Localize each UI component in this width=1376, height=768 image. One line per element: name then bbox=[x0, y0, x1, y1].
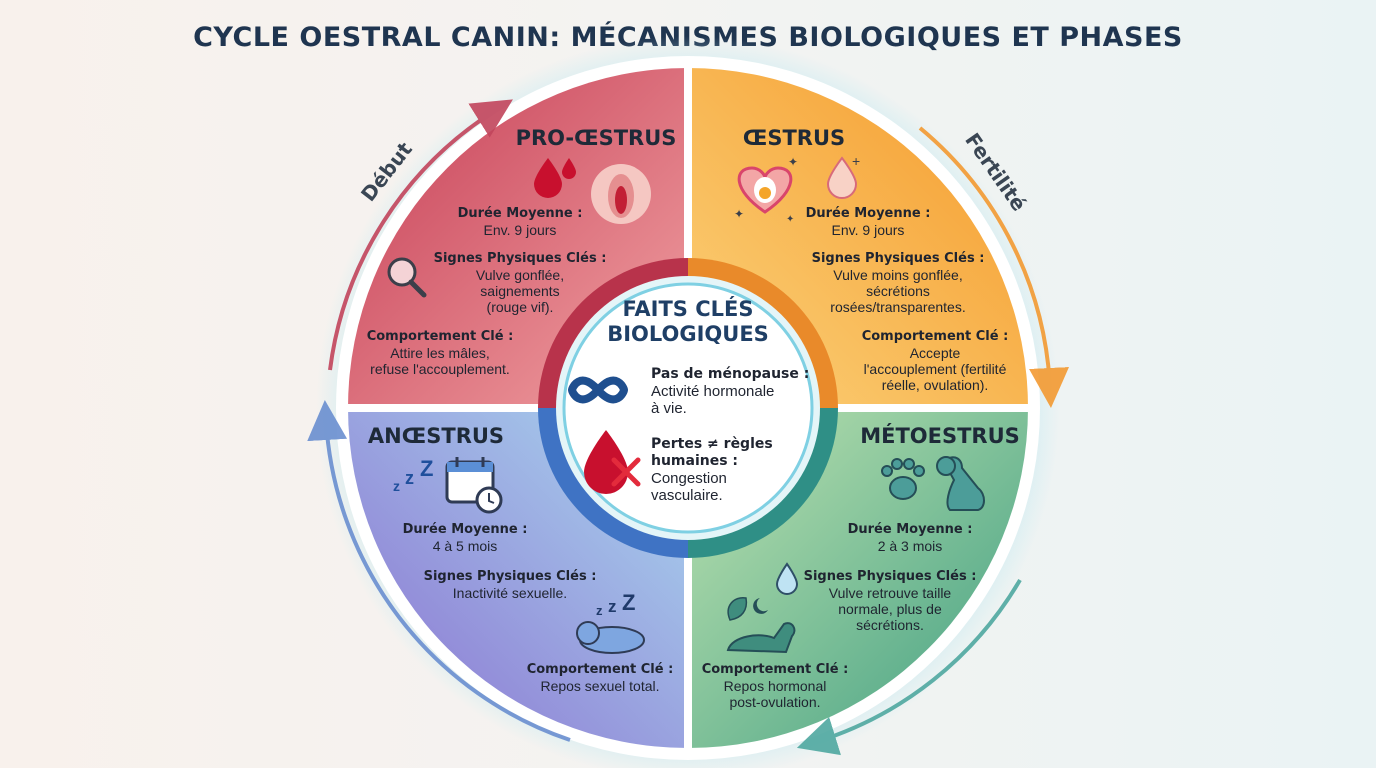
svg-text:z: z bbox=[405, 468, 414, 488]
metoestrus-duree-value: 2 à 3 mois bbox=[877, 538, 943, 554]
svg-text:✦: ✦ bbox=[786, 214, 794, 225]
metoestrus-signes-line: normale, plus de bbox=[838, 601, 942, 617]
oestrus-comportement: Comportement Clé : Accepte l'accouplemen… bbox=[820, 329, 1050, 393]
proestrus-comport-line: refuse l'accouplement. bbox=[370, 361, 510, 377]
metoestrus-signes-line: sécrétions. bbox=[856, 617, 924, 633]
fact-pertes-line: Congestion bbox=[651, 470, 727, 487]
svg-text:z: z bbox=[608, 597, 617, 616]
proestrus-signes-line: Vulve gonflée, bbox=[475, 267, 565, 283]
svg-text:✦: ✦ bbox=[788, 155, 798, 169]
anoestrus-comportement: Comportement Clé : Repos sexuel total. bbox=[480, 662, 720, 694]
svg-text:Z: Z bbox=[622, 590, 635, 615]
anoestrus-duree: Durée Moyenne : 4 à 5 mois bbox=[345, 522, 585, 554]
proestrus-signes-line: (rouge vif). bbox=[486, 299, 554, 315]
oestrus-signes-label: Signes Physiques Clés : bbox=[811, 251, 985, 266]
oestrus-signes-line: Vulve moins gonflée, bbox=[833, 267, 963, 283]
proestrus-comportement: Comportement Clé : Attire les mâles, ref… bbox=[330, 329, 550, 377]
anoestrus-comport-line: Repos sexuel total. bbox=[540, 678, 660, 694]
oestrus-signes-line: rosées/transparentes. bbox=[830, 299, 966, 315]
phase-title-proestrus: PRO-ŒSTRUS bbox=[516, 126, 677, 150]
oestrus-comport-line: réelle, ovulation). bbox=[881, 377, 989, 393]
water-drop-icon bbox=[775, 562, 799, 595]
fact-pertes: Pertes ≠ règles humaines : Congestion va… bbox=[651, 436, 821, 504]
oestrus-duree-value: Env. 9 jours bbox=[831, 222, 905, 238]
proestrus-signes: Signes Physiques Clés : Vulve gonflée, s… bbox=[400, 251, 640, 315]
metoestrus-duree-label: Durée Moyenne : bbox=[847, 522, 973, 537]
proestrus-duree-value: Env. 9 jours bbox=[483, 222, 557, 238]
fact-menopause-line: à vie. bbox=[651, 400, 687, 417]
center-title-line: FAITS CLÉS bbox=[622, 297, 754, 321]
metoestrus-signes-label: Signes Physiques Clés : bbox=[803, 569, 977, 584]
fact-menopause-label: Pas de ménopause : bbox=[651, 366, 810, 382]
sleeping-puppy-icon: z z Z bbox=[576, 590, 645, 654]
svg-text:z: z bbox=[393, 478, 400, 494]
arrow-fertilite bbox=[918, 126, 1070, 408]
blood-drop-cross-icon bbox=[584, 430, 641, 494]
proestrus-signes-line: saignements bbox=[480, 283, 560, 299]
fact-pertes-label: Pertes ≠ règles bbox=[651, 436, 773, 452]
proestrus-comport-label: Comportement Clé : bbox=[366, 329, 514, 344]
svg-text:z: z bbox=[596, 603, 603, 618]
oestrus-signes: Signes Physiques Clés : Vulve moins gonf… bbox=[778, 251, 1018, 315]
fact-menopause: Pas de ménopause : Activité hormonale à … bbox=[651, 366, 821, 417]
oestrus-duree-label: Durée Moyenne : bbox=[805, 206, 931, 221]
phase-title-oestrus: ŒSTRUS bbox=[743, 126, 845, 150]
metoestrus-signes-line: Vulve retrouve taille bbox=[828, 585, 952, 601]
vulva-icon bbox=[591, 164, 651, 224]
anoestrus-comport-label: Comportement Clé : bbox=[526, 662, 674, 677]
blood-drops-icon bbox=[534, 158, 576, 198]
center-title: FAITS CLÉS BIOLOGIQUES bbox=[560, 297, 816, 347]
sitting-dog-icon bbox=[936, 456, 985, 511]
proestrus-signes-label: Signes Physiques Clés : bbox=[433, 251, 607, 266]
center-title-line: BIOLOGIQUES bbox=[607, 322, 769, 346]
proestrus-comport-line: Attire les mâles, bbox=[390, 345, 490, 361]
metoestrus-comport-label: Comportement Clé : bbox=[701, 662, 849, 677]
svg-text:+: + bbox=[852, 153, 860, 169]
metoestrus-comportement: Comportement Clé : Repos hormonal post-o… bbox=[660, 662, 890, 710]
metoestrus-comport-line: Repos hormonal bbox=[723, 678, 827, 694]
resting-dog-leaf-icon bbox=[726, 597, 796, 654]
anoestrus-duree-label: Durée Moyenne : bbox=[402, 522, 528, 537]
metoestrus-duree: Durée Moyenne : 2 à 3 mois bbox=[790, 522, 1030, 554]
oestrus-comport-line: Accepte bbox=[909, 345, 961, 361]
calendar-icon bbox=[445, 457, 503, 514]
svg-text:✦: ✦ bbox=[734, 207, 744, 221]
fact-menopause-line: Activité hormonale bbox=[651, 383, 775, 400]
arrow-return bbox=[307, 400, 571, 742]
clear-drop-icon: + bbox=[826, 153, 860, 199]
anoestrus-signes-line: Inactivité sexuelle. bbox=[452, 585, 568, 601]
anoestrus-duree-value: 4 à 5 mois bbox=[432, 538, 498, 554]
fact-pertes-label: humaines : bbox=[651, 453, 739, 469]
arrow-debut bbox=[328, 99, 513, 371]
oestrus-comport-line: l'accouplement (fertilité bbox=[863, 361, 1007, 377]
metoestrus-signes: Signes Physiques Clés : Vulve retrouve t… bbox=[795, 569, 985, 633]
anoestrus-signes: Signes Physiques Clés : Inactivité sexue… bbox=[390, 569, 630, 601]
metoestrus-comport-line: post-ovulation. bbox=[729, 694, 821, 710]
anoestrus-signes-label: Signes Physiques Clés : bbox=[423, 569, 597, 584]
oestrus-comport-label: Comportement Clé : bbox=[861, 329, 1009, 344]
svg-text:Z: Z bbox=[420, 456, 433, 481]
heart-egg-icon: ✦ ✦ ✦ bbox=[734, 155, 798, 225]
phase-title-anoestrus: ANŒSTRUS bbox=[368, 424, 504, 448]
arrow-meto bbox=[796, 578, 1022, 756]
magnifier-icon bbox=[387, 257, 427, 298]
sleep-zzz-icon: z z Z bbox=[393, 456, 433, 494]
paw-icon bbox=[881, 458, 925, 500]
oestrus-duree: Durée Moyenne : Env. 9 jours bbox=[748, 206, 988, 238]
oestrus-signes-line: sécrétions bbox=[866, 283, 930, 299]
infinity-icon bbox=[567, 376, 629, 404]
phase-title-metoestrus: MÉTOESTRUS bbox=[860, 423, 1020, 448]
proestrus-duree-label: Durée Moyenne : bbox=[457, 206, 583, 221]
fact-pertes-line: vasculaire. bbox=[651, 487, 723, 504]
proestrus-duree: Durée Moyenne : Env. 9 jours bbox=[400, 206, 640, 238]
